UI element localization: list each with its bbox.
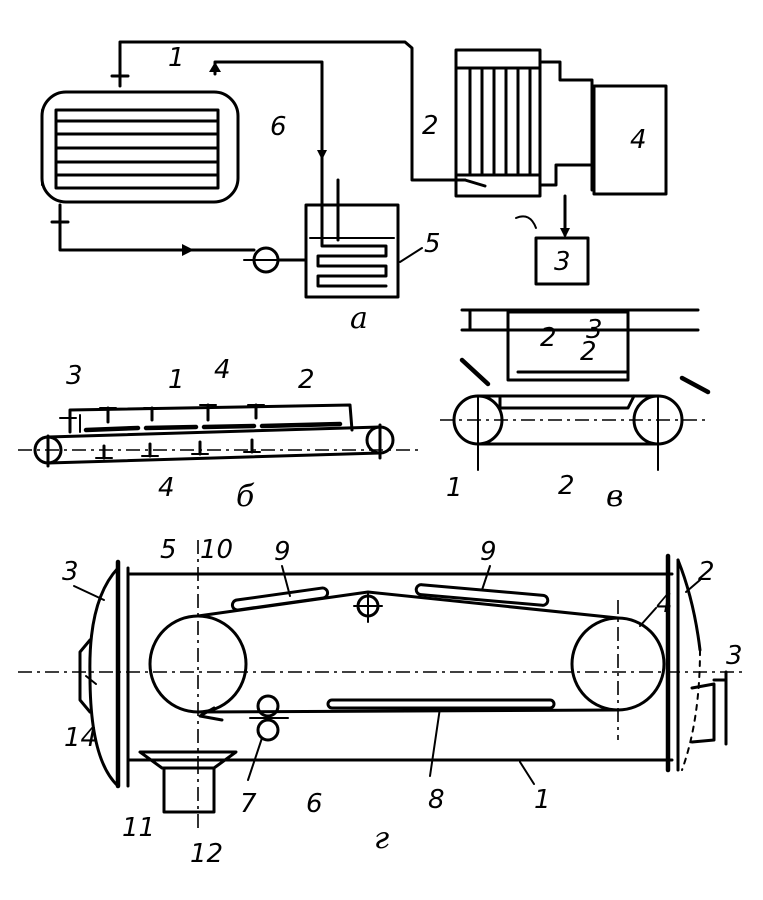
label-9-right: 9: [480, 537, 497, 567]
label-9-left: 9: [274, 537, 291, 567]
label-2-mid: 2: [580, 337, 597, 367]
label-2-top: 2: [540, 323, 557, 353]
end-cap-2: [676, 558, 702, 652]
label-3: 3: [66, 361, 83, 391]
unit-4: [592, 84, 668, 196]
pipe-top: [118, 40, 467, 182]
label-2: 2: [422, 111, 439, 141]
receiver-3: [534, 236, 590, 286]
coil-in-tank-5: [316, 228, 388, 288]
label-3-left: 3: [62, 557, 79, 587]
label-4: 4: [630, 125, 647, 155]
chamber-2: [68, 403, 354, 434]
caption-a: а: [350, 301, 368, 336]
label-4-bottom: 4: [158, 473, 175, 503]
belt-bottom: [196, 708, 620, 714]
labels-v: 1 2 2 2 3 в: [446, 315, 623, 514]
belt-bottom: [46, 451, 382, 465]
label-2: 2: [298, 365, 315, 395]
caption-g: г: [374, 821, 389, 856]
tank-5: [304, 203, 400, 299]
roller-7-bottom: [256, 718, 280, 742]
labels-g: 1 2 3 3 4 5 6 7 8 9 9 10 11 12 14 г: [62, 535, 743, 869]
label-2: 2: [698, 557, 715, 587]
label-7: 7: [240, 789, 257, 819]
product-layer: [83, 421, 343, 433]
label-4-top: 4: [214, 355, 231, 385]
pipe-condenser-to-4: [538, 60, 594, 192]
label-14: 14: [64, 723, 97, 753]
belt-top: [46, 425, 382, 439]
labels-a: 1 2 3 4 5 6 а: [168, 43, 647, 336]
label-1: 1: [446, 473, 463, 503]
nozzles-top: [99, 403, 265, 424]
label-4: 4: [656, 589, 673, 619]
outlet-3: [690, 682, 716, 744]
label-2-bottom: 2: [558, 471, 575, 501]
product-2: [498, 394, 636, 410]
label-1: 1: [534, 785, 551, 815]
diagram-g: [18, 540, 745, 830]
label-5: 5: [160, 535, 177, 565]
nozzles-bottom: [95, 438, 261, 460]
label-12: 12: [190, 839, 223, 869]
label-6: 6: [270, 112, 287, 142]
label-6: 6: [306, 789, 323, 819]
outlet-12: [162, 766, 216, 814]
label-5: 5: [424, 229, 441, 259]
label-8: 8: [428, 785, 445, 815]
labels-b: 1 2 3 4 4 б: [66, 355, 315, 514]
diagram-b: [18, 403, 420, 468]
diagram-v: [440, 308, 711, 471]
roller-7-top: [256, 694, 280, 718]
label-3: 3: [586, 315, 603, 345]
caption-v: в: [606, 479, 623, 514]
hood-3: [506, 310, 630, 382]
condenser-2: [454, 48, 542, 198]
label-3-right: 3: [726, 641, 743, 671]
end-cap-3: [88, 566, 120, 788]
label-1: 1: [168, 365, 185, 395]
pipe-bottom: [58, 203, 256, 252]
label-3: 3: [554, 247, 571, 277]
fan-14: [78, 638, 92, 714]
caption-b: б: [236, 479, 255, 514]
diagram-a: [40, 40, 668, 299]
label-11: 11: [122, 813, 155, 843]
label-10: 10: [200, 535, 233, 565]
label-1: 1: [168, 43, 185, 73]
plate-8: [326, 698, 556, 710]
